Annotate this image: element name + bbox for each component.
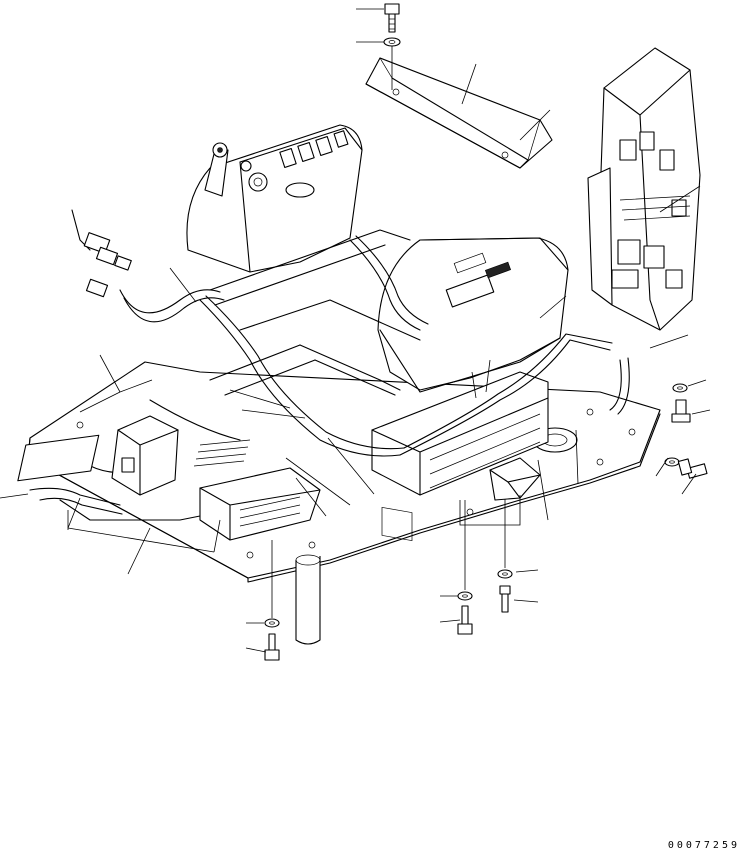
left-lower-box	[199, 467, 321, 541]
left-console	[186, 124, 363, 273]
dimension-brackets	[67, 495, 521, 530]
right-console	[377, 237, 569, 393]
bottom-washer-center	[457, 591, 473, 601]
top-cover	[365, 57, 553, 169]
controller-box	[371, 371, 549, 542]
bottom-bolt-left	[264, 633, 280, 661]
bottom-bolt-right	[499, 585, 511, 613]
right-panel-tower	[587, 47, 701, 331]
top-bolt	[384, 3, 400, 33]
right-bolt-2	[677, 458, 708, 479]
support-post	[295, 554, 321, 645]
left-connectors	[71, 209, 132, 298]
center-frame	[209, 229, 421, 396]
console-switches	[240, 130, 349, 198]
mount-bracket	[489, 457, 541, 501]
callout-leaders	[0, 8, 711, 653]
right-washer-1	[672, 383, 688, 393]
bottom-washer-right	[497, 569, 513, 579]
pedal-box	[17, 415, 251, 496]
drawing-number: 00077259	[667, 840, 740, 851]
bottom-bolt-center	[457, 605, 473, 635]
bottom-washer-left	[264, 618, 280, 628]
top-washer	[383, 37, 401, 47]
right-bolt-1	[671, 399, 691, 423]
